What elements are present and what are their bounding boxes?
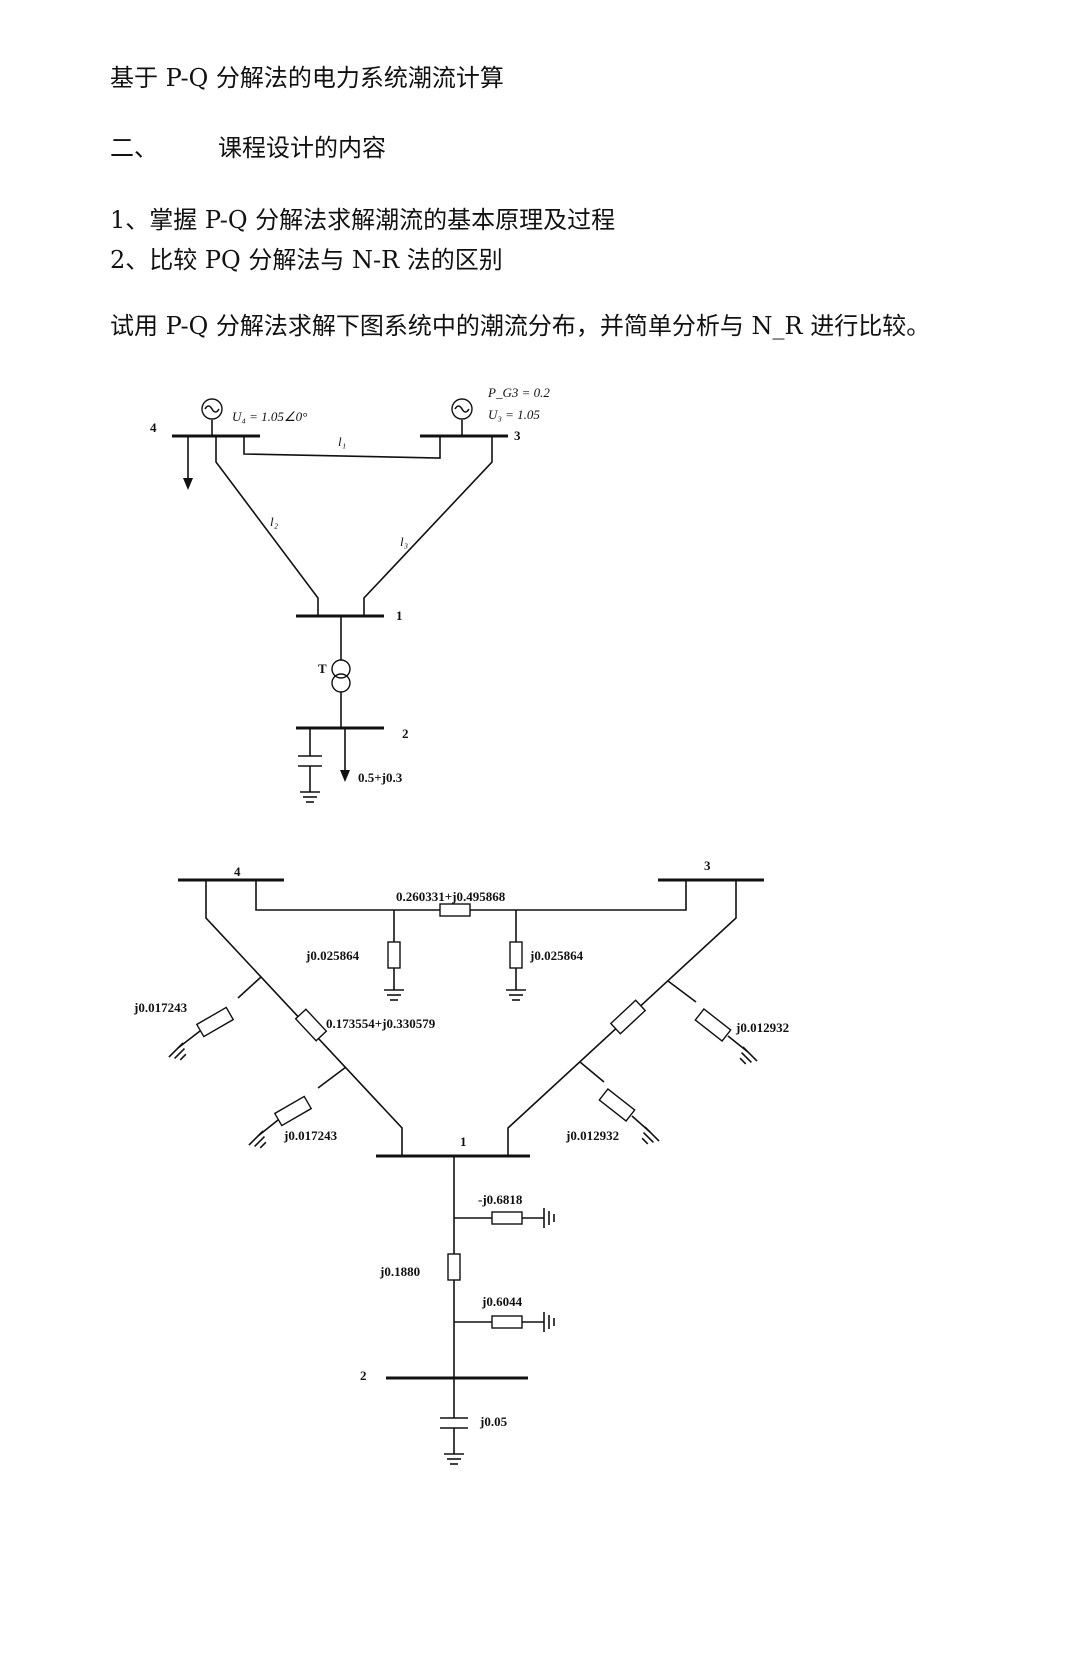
ground-icon — [641, 1126, 660, 1145]
y31-upper-label: j0.012932 — [735, 1020, 789, 1035]
task-statement: 试用 P-Q 分解法求解下图系统中的潮流分布，并简单分析与 N_R 进行比较。 — [110, 312, 931, 340]
y31-lower-label: j0.012932 — [565, 1128, 619, 1143]
y43-right-label: j0.025864 — [529, 948, 584, 963]
impedance-31 — [609, 999, 647, 1035]
admittance-t1 — [491, 1211, 523, 1225]
ground-icon — [444, 1453, 464, 1465]
transformer-coil-icon — [331, 659, 351, 679]
line-l3 — [363, 436, 493, 616]
l1-label: l₁ — [338, 434, 346, 449]
line-43-right — [470, 880, 687, 911]
bus-2-label: 2 — [402, 726, 409, 741]
section-title: 课程设计的内容 — [218, 134, 386, 162]
ground-icon — [543, 1208, 555, 1228]
bus-2-label: 2 — [360, 1368, 367, 1383]
load-2-label: 0.5+j0.3 — [358, 770, 403, 785]
section-heading: 二、 课程设计的内容 — [110, 128, 386, 163]
ground-icon — [739, 1046, 758, 1065]
yt2-label: j0.6044 — [481, 1294, 523, 1309]
y41-lower-label: j0.017243 — [283, 1128, 338, 1143]
transformer-label: T — [318, 661, 327, 676]
y41-upper-label: j0.017243 — [133, 1000, 188, 1015]
bus-1-label: 1 — [460, 1134, 467, 1149]
load-arrow-icon — [183, 478, 193, 490]
impedance-41 — [294, 1008, 328, 1042]
zt-label: j0.1880 — [379, 1264, 420, 1279]
shunt-31-upper-lead — [667, 980, 697, 1003]
bus-4-label: 4 — [234, 864, 241, 879]
generator-wave-icon — [204, 405, 220, 413]
impedance-43 — [439, 903, 471, 917]
admittance-43-right — [509, 941, 523, 969]
shunt-41-lower-lead — [317, 1066, 347, 1089]
bus-4-label: 4 — [150, 420, 157, 435]
bus-1-label: 1 — [396, 608, 403, 623]
admittance-43-left — [387, 941, 401, 969]
y43-left-label: j0.025864 — [305, 948, 360, 963]
l2-label: l₂ — [270, 514, 279, 529]
pg3-label: P_G3 = 0.2 — [487, 385, 550, 400]
yt1-label: -j0.6818 — [478, 1192, 523, 1207]
document-title: 基于 P-Q 分解法的电力系统潮流计算 — [110, 64, 504, 92]
equivalent-circuit-diagram: 4 3 0.260331+j0.495868 j0.025864 j0.0258… — [133, 858, 789, 1465]
admittance-41-upper — [195, 1006, 235, 1038]
content-item-2: 2、比较 PQ 分解法与 N-R 法的区别 — [110, 246, 503, 274]
line-l2 — [215, 436, 319, 616]
admittance-31-lower — [598, 1088, 636, 1122]
u4-label: U₄ = 1.05∠0° — [232, 409, 307, 424]
content-item-1: 1、掌握 P-Q 分解法求解潮流的基本原理及过程 — [110, 206, 616, 234]
line-43-left — [255, 880, 440, 911]
ground-icon — [384, 989, 404, 1001]
shunt-41-upper-lead — [237, 976, 262, 999]
l3-label: l₃ — [400, 534, 408, 549]
admittance-41-lower — [273, 1095, 313, 1127]
ground-icon — [543, 1312, 555, 1332]
load-arrow-icon — [340, 770, 350, 782]
y2-label: j0.05 — [479, 1414, 508, 1429]
generator-wave-icon — [454, 405, 470, 413]
ground-icon — [248, 1130, 267, 1149]
section-number: 二、 — [110, 134, 158, 162]
bus-3-label: 3 — [514, 428, 521, 443]
single-line-diagram: 4 U₄ = 1.05∠0° 3 P_G3 = 0.2 U₃ = 1.05 l₁… — [150, 385, 550, 803]
ground-icon — [300, 791, 320, 803]
admittance-t2 — [491, 1315, 523, 1329]
z43-label: 0.260331+j0.495868 — [396, 889, 506, 904]
ground-icon — [168, 1042, 187, 1061]
shunt-31-lower-lead — [579, 1061, 605, 1083]
admittance-31-upper — [694, 1008, 732, 1042]
u3-label: U₃ = 1.05 — [488, 407, 540, 422]
z41-label: 0.173554+j0.330579 — [326, 1016, 436, 1031]
impedance-transformer — [447, 1253, 461, 1281]
bus-3-label: 3 — [704, 858, 711, 873]
ground-icon — [506, 989, 526, 1001]
line-l1 — [243, 436, 441, 459]
